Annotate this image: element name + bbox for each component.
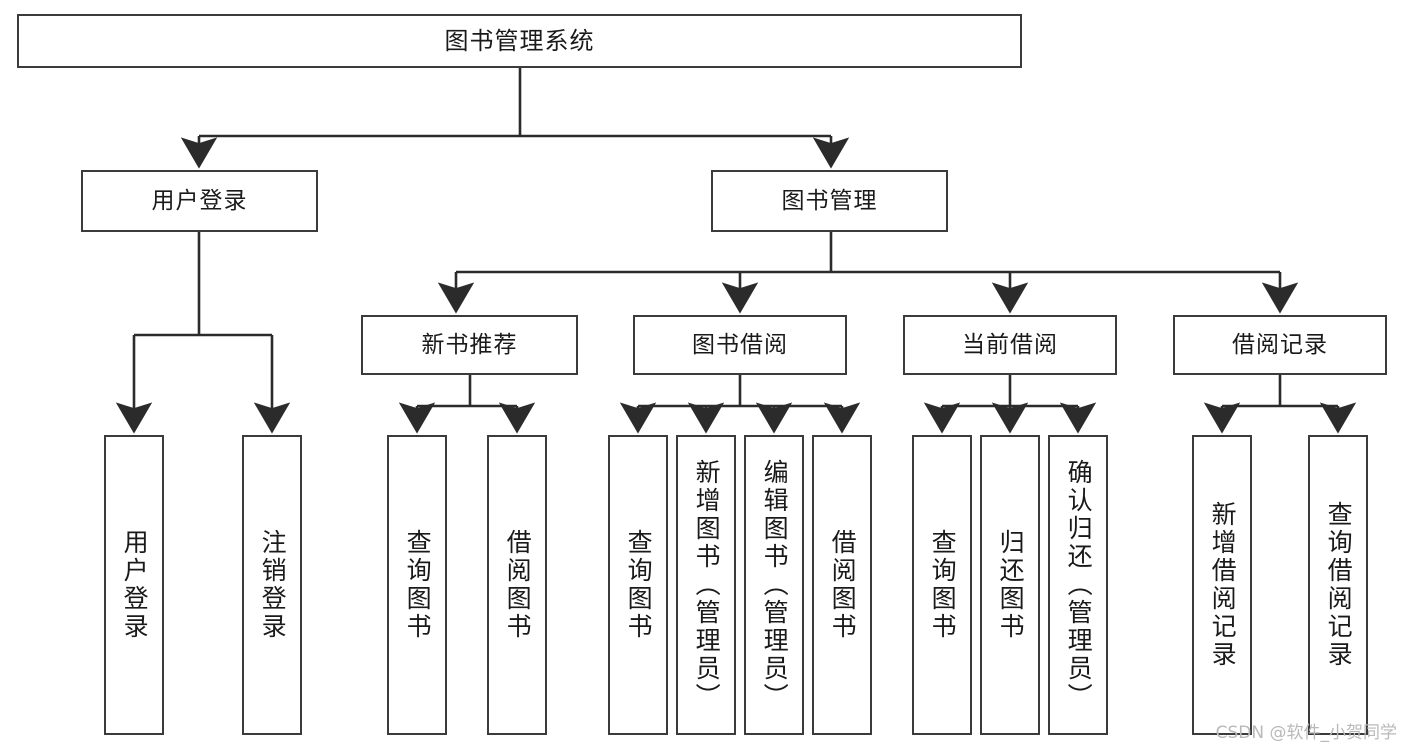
node-label: 新增借阅记录 (1208, 501, 1238, 669)
node-label: 借阅图书 (828, 529, 858, 641)
node-label: 用户登录 (151, 187, 248, 214)
node-label: 新书推荐 (421, 331, 518, 358)
leaf-current-query-book[interactable]: 查询图书 (912, 435, 972, 735)
node-label: 注销登录 (258, 529, 288, 641)
node-root-system[interactable]: 图书管理系统 (17, 14, 1022, 68)
leaf-user-login-signin[interactable]: 用户登录 (104, 435, 164, 735)
node-label: 用户登录 (120, 529, 150, 641)
leaf-borrow-edit-book[interactable]: 编辑图书（管理员） (744, 435, 804, 735)
node-label: 查询图书 (624, 529, 654, 641)
node-label: 查询图书 (928, 529, 958, 641)
leaf-records-query-record[interactable]: 查询借阅记录 (1308, 435, 1368, 735)
node-label: 图书管理 (781, 187, 878, 214)
leaf-borrow-query-book[interactable]: 查询图书 (608, 435, 668, 735)
node-label: 图书管理系统 (444, 27, 595, 55)
leaf-records-add-record[interactable]: 新增借阅记录 (1192, 435, 1252, 735)
csdn-watermark: CSDN @软件_小贺同学 (1215, 723, 1397, 743)
node-label: 查询借阅记录 (1324, 501, 1354, 669)
leaf-borrow-borrow-book[interactable]: 借阅图书 (812, 435, 872, 735)
node-label: 新增图书（管理员） (692, 459, 722, 711)
leaf-recommend-borrow-book[interactable]: 借阅图书 (487, 435, 547, 735)
node-book-borrow[interactable]: 图书借阅 (633, 315, 847, 375)
leaf-current-return-book[interactable]: 归还图书 (980, 435, 1040, 735)
node-label: 借阅图书 (503, 529, 533, 641)
node-label: 当前借阅 (962, 331, 1058, 358)
node-user-login[interactable]: 用户登录 (81, 170, 318, 232)
node-label: 借阅记录 (1232, 331, 1328, 358)
node-label: 确认归还（管理员） (1064, 459, 1094, 711)
node-book-management[interactable]: 图书管理 (711, 170, 948, 232)
leaf-borrow-add-book[interactable]: 新增图书（管理员） (676, 435, 736, 735)
leaf-current-confirm-return[interactable]: 确认归还（管理员） (1048, 435, 1108, 735)
leaf-recommend-query-book[interactable]: 查询图书 (387, 435, 447, 735)
node-label: 查询图书 (403, 529, 433, 641)
node-new-book-recommend[interactable]: 新书推荐 (361, 315, 578, 375)
node-label: 图书借阅 (692, 331, 788, 358)
node-label: 编辑图书（管理员） (760, 459, 790, 711)
node-borrow-records[interactable]: 借阅记录 (1173, 315, 1387, 375)
node-label: 归还图书 (996, 529, 1026, 641)
leaf-user-login-signout[interactable]: 注销登录 (242, 435, 302, 735)
node-current-borrow[interactable]: 当前借阅 (903, 315, 1117, 375)
